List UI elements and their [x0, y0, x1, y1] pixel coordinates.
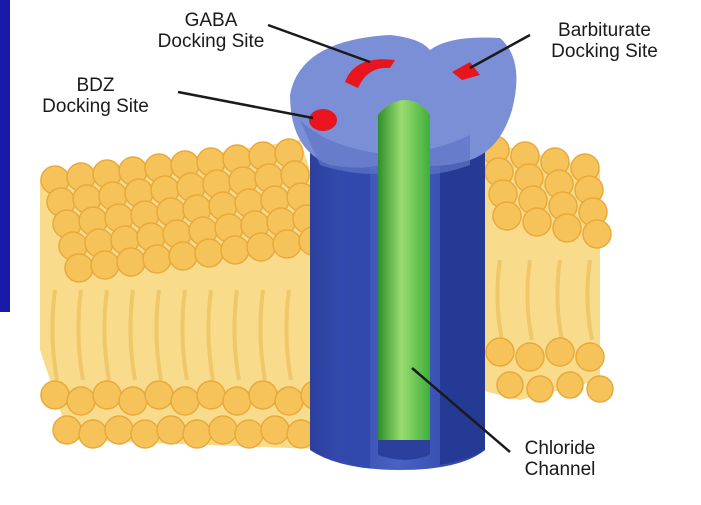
- chloride-channel-label: Chloride Channel: [500, 438, 620, 480]
- lipid-head: [486, 338, 514, 366]
- lipid-bilayer-left: [40, 139, 345, 450]
- lipid-head: [583, 220, 611, 248]
- bdz-docking-site-mark: [309, 109, 337, 131]
- chloride-label-line-1: Chloride: [500, 438, 620, 459]
- lipid-head: [557, 372, 583, 398]
- bdz-label-line-1: BDZ: [18, 75, 173, 96]
- lipid-head: [523, 208, 551, 236]
- lipid-head: [53, 416, 81, 444]
- lipid-head: [273, 230, 301, 258]
- lipid-head: [105, 416, 133, 444]
- lipid-head: [131, 420, 159, 448]
- lipid-head: [493, 202, 521, 230]
- chloride-channel: [378, 100, 430, 460]
- lipid-head: [516, 343, 544, 371]
- lipid-head: [145, 381, 173, 409]
- barbiturate-label-line-1: Barbiturate: [522, 20, 687, 41]
- gaba-label-line-1: GABA: [136, 10, 286, 31]
- lipid-head: [93, 381, 121, 409]
- lipid-head: [223, 387, 251, 415]
- gaba-label-line-2: Docking Site: [136, 31, 286, 52]
- barbiturate-label-line-2: Docking Site: [522, 41, 687, 62]
- lipid-head: [119, 387, 147, 415]
- lipid-head: [553, 214, 581, 242]
- lipid-head: [527, 376, 553, 402]
- lipid-head: [576, 343, 604, 371]
- lipid-head: [587, 376, 613, 402]
- slide-edge-bar: [0, 0, 10, 312]
- lipid-head: [171, 387, 199, 415]
- lipid-head: [209, 416, 237, 444]
- lipid-head: [143, 245, 171, 273]
- lipid-head: [79, 420, 107, 448]
- lipid-head: [197, 381, 225, 409]
- lipid-head: [169, 242, 197, 270]
- lipid-head: [221, 236, 249, 264]
- bdz-label-line-2: Docking Site: [18, 96, 173, 117]
- lipid-head: [497, 372, 523, 398]
- lipid-head: [275, 387, 303, 415]
- lipid-bilayer-right: [480, 136, 613, 402]
- gaba-docking-site-label: GABA Docking Site: [136, 10, 286, 52]
- lipid-head: [247, 233, 275, 261]
- barbiturate-docking-site-label: Barbiturate Docking Site: [522, 20, 687, 62]
- chloride-label-line-2: Channel: [500, 459, 620, 480]
- lipid-head: [117, 248, 145, 276]
- lipid-head: [183, 420, 211, 448]
- lipid-head: [249, 381, 277, 409]
- lipid-head: [235, 420, 263, 448]
- lipid-head: [546, 338, 574, 366]
- lipid-head: [157, 416, 185, 444]
- lipid-head: [41, 381, 69, 409]
- lipid-head: [195, 239, 223, 267]
- lipid-head: [67, 387, 95, 415]
- lipid-head: [65, 254, 93, 282]
- lipid-head: [261, 416, 289, 444]
- bdz-docking-site-label: BDZ Docking Site: [18, 75, 173, 117]
- lipid-head: [91, 251, 119, 279]
